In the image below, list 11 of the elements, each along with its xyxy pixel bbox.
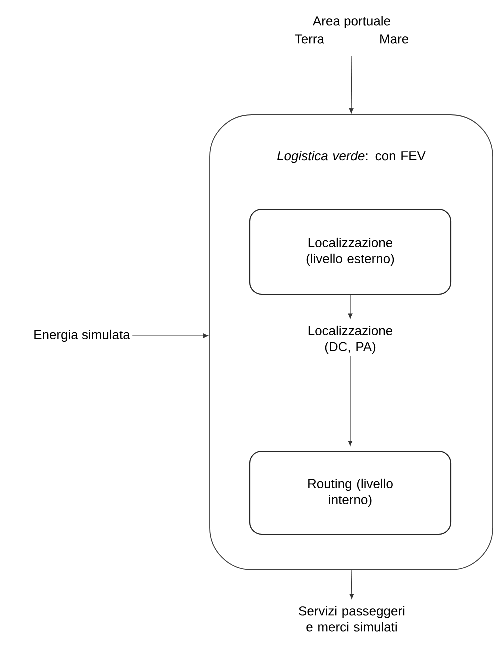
arrow [348,294,353,319]
process-box: Routing (livello interno) [249,450,452,536]
text-label: Servizi passeggeri e merci simulati [299,606,405,632]
text-label: Energia simulata [34,330,130,342]
arrow [349,56,354,114]
text-label: Localizzazione (DC, PA) [308,326,393,354]
arrow [348,356,353,446]
text-label: Area portuale Terra Mare [295,16,409,44]
process-box: Localizzazione (livello esterno) [249,208,452,296]
arrow [132,334,209,338]
arrow [350,570,354,600]
